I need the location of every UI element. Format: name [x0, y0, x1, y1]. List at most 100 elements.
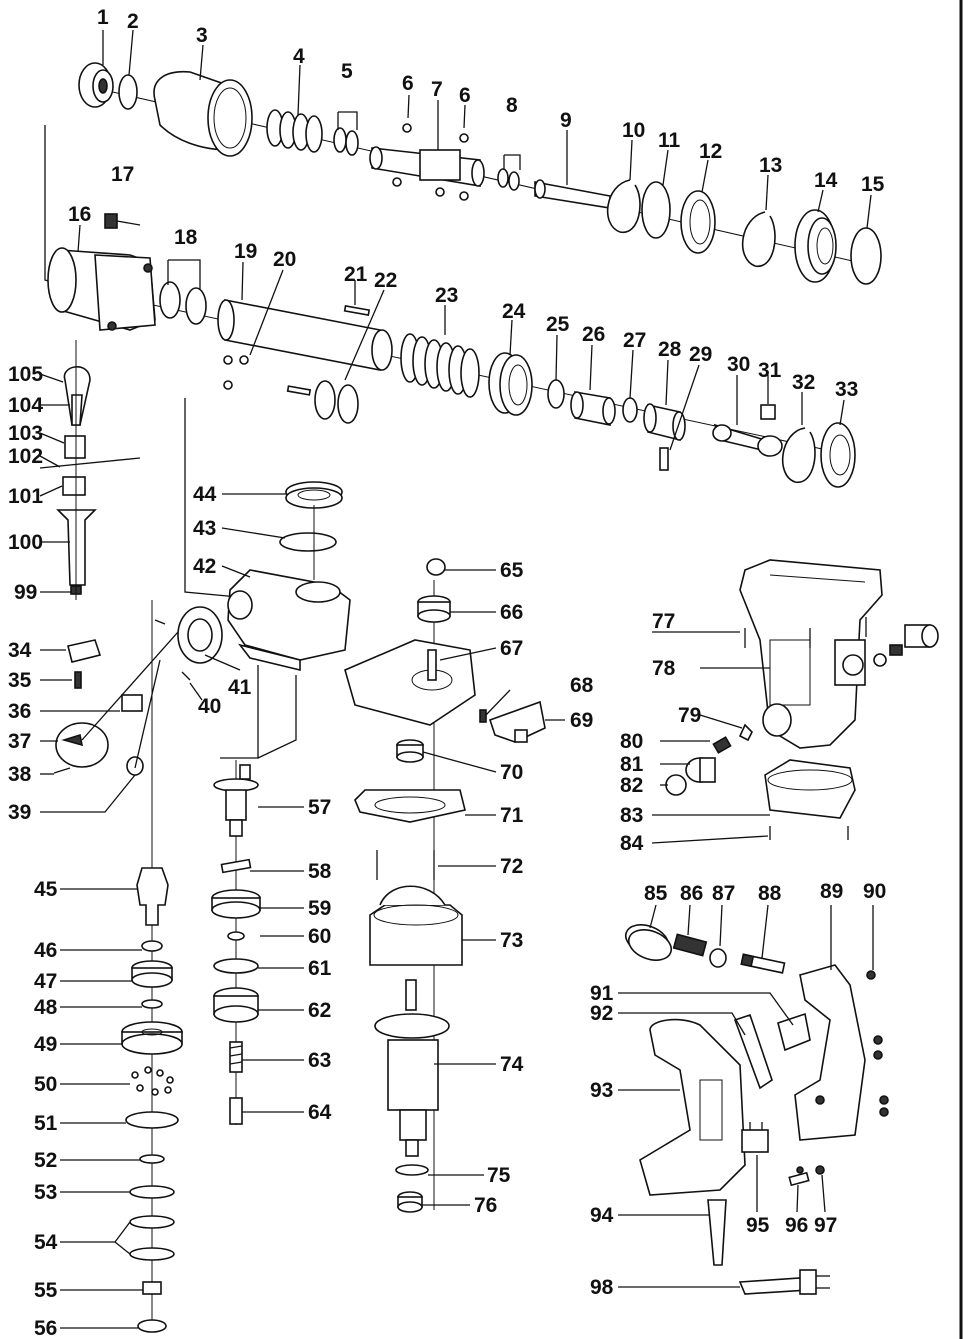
label-46: 46 [34, 939, 57, 962]
label-13: 13 [759, 154, 782, 177]
label-40: 40 [198, 695, 221, 718]
part-screw-97 [815, 1165, 825, 1175]
part-gear-33 [820, 422, 856, 488]
label-76: 76 [474, 1194, 497, 1217]
part-bearing-66 [417, 595, 451, 623]
label-70: 70 [500, 761, 523, 784]
part-gear-box-cover-67 [344, 639, 476, 726]
part-o-ring [333, 127, 347, 153]
label-89: 89 [820, 880, 843, 903]
label-2: 2 [127, 10, 139, 33]
label-32: 32 [792, 371, 815, 394]
part-brush-holder-right [834, 624, 939, 686]
part-connecting-rod [712, 423, 783, 457]
label-97: 97 [814, 1214, 837, 1237]
label-67: 67 [500, 637, 523, 660]
part-o-ring-18b [185, 287, 207, 325]
label-65: 65 [500, 559, 524, 582]
label-17: 17 [111, 163, 134, 186]
label-12: 12 [699, 140, 722, 163]
part-tool-holder [369, 146, 485, 187]
part-end-ring [850, 227, 882, 285]
part-dust-cover [153, 71, 253, 157]
label-3: 3 [196, 24, 208, 47]
gear-cover-group [53, 481, 351, 776]
label-66: 66 [500, 601, 523, 624]
label-9: 9 [560, 109, 572, 132]
label-78: 78 [652, 657, 676, 680]
label-44: 44 [193, 483, 217, 506]
part-pin-64 [229, 1097, 243, 1125]
label-105: 105 [8, 363, 43, 386]
label-45: 45 [34, 878, 58, 901]
part-oil-seal [285, 481, 343, 509]
label-5: 5 [341, 60, 353, 83]
part-stator-73 [369, 885, 463, 966]
label-24: 24 [502, 300, 526, 323]
label-7: 7 [431, 78, 443, 101]
part-cable-guard-94 [707, 1199, 727, 1266]
label-94: 94 [590, 1204, 614, 1227]
part-o-ring-25 [547, 379, 565, 409]
label-61: 61 [308, 957, 332, 980]
label-83: 83 [620, 804, 643, 827]
part-spring-86 [672, 933, 708, 957]
part-bearing-76 [397, 1191, 423, 1213]
label-104: 104 [8, 394, 43, 417]
part-small-ring [497, 168, 509, 188]
part-cylinder-housing [47, 247, 156, 331]
label-103: 103 [8, 422, 43, 445]
part-ball [402, 123, 412, 133]
label-36: 36 [8, 700, 31, 723]
label-41: 41 [228, 676, 252, 699]
part-fan-guide-83 [764, 759, 856, 819]
label-87: 87 [712, 882, 735, 905]
part-bearing-59 [211, 889, 261, 919]
part-armature-74 [374, 979, 450, 1157]
part-brush-cap-82 [665, 774, 687, 796]
part-main-spring [400, 333, 480, 398]
part-disc-spring-54a [129, 1215, 175, 1229]
part-washer [641, 181, 671, 239]
part-shaft-88 [740, 953, 786, 974]
part-brush-holder-81 [685, 757, 716, 783]
label-19: 19 [234, 240, 257, 263]
part-disc-spring-54b [129, 1247, 175, 1261]
label-21: 21 [344, 263, 368, 286]
part-cable-clamp-96 [788, 1171, 810, 1187]
part-o-ring-22b [337, 384, 359, 424]
part-handle-half-89 [794, 964, 866, 1141]
part-bearing-47 [131, 960, 173, 988]
label-86: 86 [680, 882, 703, 905]
part-spring-sleeve [488, 352, 533, 416]
part-washer-87 [709, 948, 727, 968]
part-bearing-flange [177, 606, 223, 664]
label-55: 55 [34, 1279, 58, 1302]
part-bearing-70 [396, 739, 424, 763]
label-26: 26 [582, 323, 605, 346]
label-85: 85 [644, 882, 668, 905]
label-101: 101 [8, 485, 43, 508]
part-pin [343, 305, 371, 316]
part-bearing [794, 209, 837, 283]
label-62: 62 [308, 999, 331, 1022]
label-98: 98 [590, 1276, 614, 1299]
label-91: 91 [590, 982, 614, 1005]
part-seal-ring [680, 190, 716, 254]
part-washer-53 [129, 1185, 175, 1199]
part-bushing [760, 404, 776, 420]
label-14: 14 [814, 169, 838, 192]
label-56: 56 [34, 1317, 57, 1339]
label-29: 29 [689, 343, 712, 366]
part-circlip [606, 179, 641, 233]
part-spring-68 [479, 709, 487, 723]
part-o-ring-43 [279, 532, 337, 552]
label-60: 60 [308, 925, 331, 948]
label-50: 50 [34, 1073, 57, 1096]
label-75: 75 [487, 1164, 511, 1187]
part-selector-cam [121, 694, 143, 712]
part-bushing-65 [426, 558, 446, 576]
part-motor-housing-78 [739, 559, 883, 749]
label-31: 31 [758, 359, 782, 382]
part-spring-63 [229, 1041, 243, 1073]
